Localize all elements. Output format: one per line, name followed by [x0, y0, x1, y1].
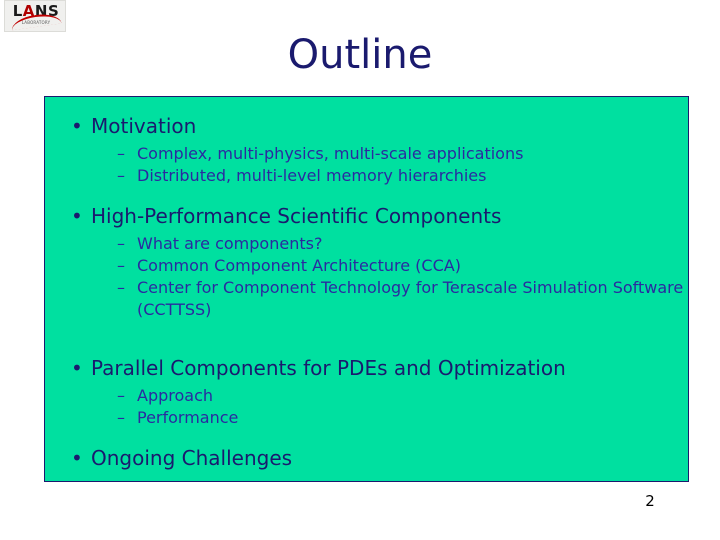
outline-subitem: – Approach — [91, 385, 688, 407]
outline-item-label: Parallel Components for PDEs and Optimiz… — [91, 356, 566, 380]
dash-bullet-icon: – — [117, 256, 125, 275]
outline-subitem: – Distributed, multi-level memory hierar… — [91, 165, 688, 187]
outline-subitem: – Performance — [91, 407, 688, 429]
logo-letter-l: L — [12, 2, 23, 20]
slide-title: Outline — [287, 32, 433, 78]
outline-subitem: – Center for Component Technology for Te… — [91, 277, 688, 321]
outline-item-parallel: • Parallel Components for PDEs and Optim… — [45, 355, 688, 429]
lans-logo: LANS LABORATORY — [4, 0, 66, 32]
outline-group-ongoing: • Ongoing Challenges — [45, 445, 688, 471]
outline-subitem: – Complex, multi-physics, multi-scale ap… — [91, 143, 688, 165]
outline-subitem-label: Approach — [137, 386, 214, 405]
outline-item-label: Motivation — [91, 114, 197, 138]
dash-bullet-icon: – — [117, 386, 125, 405]
dash-bullet-icon: – — [117, 144, 125, 163]
bullet-icon: • — [71, 446, 83, 470]
outline-sublist-motivation: – Complex, multi-physics, multi-scale ap… — [91, 143, 688, 187]
outline-item-motivation: • Motivation – Complex, multi-physics, m… — [45, 113, 688, 187]
outline-list: • Parallel Components for PDEs and Optim… — [45, 355, 688, 429]
outline-item-hpsc: • High-Performance Scientific Components… — [45, 203, 688, 321]
outline-subitem-label: Distributed, multi-level memory hierarch… — [137, 166, 487, 185]
logo-wordmark: LANS — [5, 2, 67, 20]
bullet-icon: • — [71, 204, 83, 228]
outline-subitem-label: Complex, multi-physics, multi-scale appl… — [137, 144, 524, 163]
outline-subitem-label: What are components? — [137, 234, 323, 253]
bullet-icon: • — [71, 356, 83, 380]
outline-item-ongoing: • Ongoing Challenges — [45, 445, 688, 471]
outline-group-parallel: • Parallel Components for PDEs and Optim… — [45, 355, 688, 429]
outline-subitem: – Common Component Architecture (CCA) — [91, 255, 688, 277]
dash-bullet-icon: – — [117, 278, 125, 297]
bullet-icon: • — [71, 114, 83, 138]
outline-sublist-hpsc: – What are components? – Common Componen… — [91, 233, 688, 321]
logo-letter-a: A — [22, 2, 35, 20]
outline-group-motivation: • Motivation – Complex, multi-physics, m… — [45, 113, 688, 187]
page-number: 2 — [645, 492, 655, 510]
logo-subtitle: LABORATORY — [21, 20, 51, 25]
dash-bullet-icon: – — [117, 166, 125, 185]
outline-sublist-parallel: – Approach – Performance — [91, 385, 688, 429]
outline-item-label: Ongoing Challenges — [91, 446, 293, 470]
outline-group-hpsc: • High-Performance Scientific Components… — [45, 203, 688, 321]
dash-bullet-icon: – — [117, 234, 125, 253]
outline-subitem: – What are components? — [91, 233, 688, 255]
slide-content-box: • Motivation – Complex, multi-physics, m… — [44, 96, 689, 482]
outline-subitem-label: Common Component Architecture (CCA) — [137, 256, 461, 275]
outline-subitem-label: Center for Component Technology for Tera… — [137, 278, 684, 319]
outline-list: • Ongoing Challenges — [45, 445, 688, 471]
dash-bullet-icon: – — [117, 408, 125, 427]
outline-subitem-label: Performance — [137, 408, 239, 427]
outline-list: • High-Performance Scientific Components… — [45, 203, 688, 321]
logo-letters-ns: NS — [34, 2, 60, 20]
outline-item-label: High-Performance Scientific Components — [91, 204, 502, 228]
outline-list: • Motivation – Complex, multi-physics, m… — [45, 113, 688, 187]
